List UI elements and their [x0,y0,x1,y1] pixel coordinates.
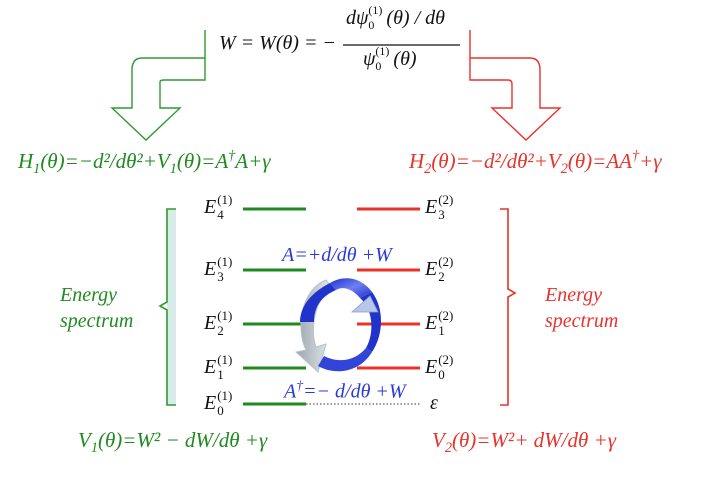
denominator-sub: 0 [375,59,382,73]
h2-body: (θ)=−d²/dθ²+V [431,149,561,173]
numerator-sub: 0 [368,18,375,32]
level-label-left-4: E(1)4 [204,192,232,222]
h1-sub: 1 [33,161,41,178]
formula-numerator: dψ(1)0 (θ) / dθ [346,3,445,32]
v2-sub: 2 [444,440,452,457]
left-bracket [158,208,176,406]
epsilon-label: ε [430,392,438,414]
cycle-ring [294,278,381,373]
level-label-left-2: E(1)2 [204,308,232,338]
level-right-3-sup: (2) [438,192,454,207]
h1-vsub: 1 [169,161,177,178]
numerator-dpsi: dψ [346,7,369,29]
formula-lhs: W = W(θ) = − [219,32,336,54]
right-spectrum-label-2: spectrum [545,310,619,332]
level-left-1-E: E [204,356,217,378]
hamiltonian-h2: H2(θ)=−d²/dθ²+V2(θ)=AA†+γ [409,148,662,178]
level-left-1-sub: 1 [217,367,224,382]
h2-sub: 2 [424,161,432,178]
h1-body: (θ)=−d²/dθ²+V [40,149,170,173]
level-left-0-sub: 0 [217,403,224,418]
level-left-4-sub: 4 [217,207,224,222]
level-left-4-E: E [204,196,217,218]
level-label-left-3: E(1)3 [204,254,232,284]
adag-A: A [284,380,297,403]
adag-rest: =− d/dθ +W [303,380,406,403]
level-left-3-sup: (1) [217,254,233,269]
h2-end: +γ [639,149,662,173]
left-bracket-fill [167,209,176,405]
level-left-2-E: E [204,312,217,334]
h1-tail: (θ)=A [176,149,229,173]
level-label-right-3: E(2)3 [425,192,453,222]
adag-dagger: † [296,378,304,393]
level-left-0-E: E [204,392,217,414]
denominator-theta: (θ) [393,48,417,70]
level-left-2-sup: (1) [217,308,233,323]
level-left-3-sub: 3 [217,269,224,284]
level-left-4-sup: (1) [217,192,233,207]
formula-denominator: ψ(1)0 (θ) [363,44,417,73]
level-left-3-E: E [204,258,217,280]
level-label-left-0: E(1)0 [204,388,232,418]
denominator-psi: ψ [363,48,376,70]
level-right-0-sub: 0 [438,367,445,382]
level-left-1-sup: (1) [217,352,233,367]
v1-V: V [78,428,91,452]
numerator-sup: (1) [368,3,383,17]
h1-end: A+γ [235,149,271,173]
denominator-sup: (1) [375,44,390,58]
level-label-right-2: E(2)2 [425,254,453,284]
level-right-2-sup: (2) [438,254,454,269]
left-spectrum-label-2: spectrum [60,310,134,332]
level-label-left-1: E(1)1 [204,352,232,382]
level-right-3-E: E [425,196,438,218]
level-right-0-E: E [425,356,438,378]
hamiltonian-h1: H1(θ)=−d²/dθ²+V1(θ)=A†A+γ [18,148,271,178]
h1-dagger: † [228,148,236,164]
operator-A: A=+d/dθ +W [282,244,392,266]
potential-v1: V1(θ)=W² − dW/dθ +γ [78,428,267,457]
level-right-1-E: E [425,312,438,334]
h2-vsub: 2 [560,161,568,178]
v2-V: V [432,428,445,452]
right-bracket [500,208,517,406]
h2-dagger: † [631,148,640,164]
level-right-1-sup: (2) [438,308,454,323]
h2-H: H [409,149,425,173]
green-curved-arrow [110,30,206,141]
red-curved-arrow [469,30,562,141]
left-spectrum-label-1: Energy [60,284,118,306]
numerator-tail: / dθ [414,7,445,29]
level-label-right-0: E(2)0 [425,352,453,382]
v2-body: (θ)=W²+ dW/dθ +γ [451,428,616,452]
right-spectrum-label-1: Energy [545,284,603,306]
v1-sub: 1 [90,440,98,457]
level-right-1-sub: 1 [438,323,445,338]
level-left-2-sub: 2 [217,323,224,338]
level-right-3-sub: 3 [438,207,445,222]
h1-H: H [18,149,34,173]
v1-body: (θ)=W² − dW/dθ +γ [97,428,268,452]
level-right-0-sup: (2) [438,352,454,367]
level-right-2-E: E [425,258,438,280]
level-label-right-1: E(2)1 [425,308,453,338]
potential-v2: V2(θ)=W²+ dW/dθ +γ [432,428,616,457]
level-left-0-sup: (1) [217,388,233,403]
operator-A-dagger: A†=− d/dθ +W [284,378,406,404]
level-right-2-sub: 2 [438,269,445,284]
numerator-theta: (θ) [386,7,410,29]
h2-tail: (θ)=AA [567,149,632,173]
